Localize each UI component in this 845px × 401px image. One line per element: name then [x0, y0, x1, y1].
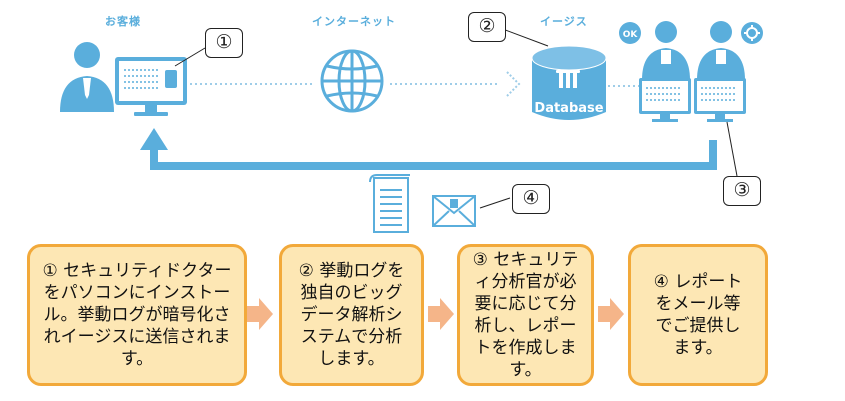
analyst-pc-icon: [694, 78, 746, 122]
company-label: イージス: [540, 15, 588, 28]
gear-icon: [741, 22, 763, 44]
return-arrowhead-icon: [140, 128, 168, 150]
mail-envelope-icon: [432, 195, 476, 227]
step-2-text: ② 挙動ログを独自のビッグデータ解析システムで分析します。: [298, 261, 405, 369]
report-document-icon: [369, 174, 410, 233]
callout-3: ③: [723, 176, 761, 206]
database-icon: [531, 45, 607, 120]
callout-3-leader: [726, 121, 738, 177]
report-return-arrow: [150, 140, 717, 170]
step-1-text: ① セキュリティドクターをパソコンにインストール。挙動ログが暗号化されイージスに…: [42, 261, 232, 369]
customer-person-icon: [60, 42, 114, 112]
customer-label: お客様: [105, 15, 141, 28]
arrow-chevron-icon: [506, 71, 521, 97]
step-4-text: ④ レポートをメール等でご提供します。: [653, 272, 743, 358]
analyst-person-icon: [642, 21, 690, 80]
analyst-pc-icon: [639, 78, 691, 122]
callout-2-leader: [499, 27, 549, 47]
step-box-3: ③ セキュリティ分析官が必要に応じて分析し、レポートを作成します。: [457, 244, 594, 386]
step-box-1: ① セキュリティドクターをパソコンにインストール。挙動ログが暗号化されイージスに…: [27, 244, 247, 386]
callout-4-leader: [479, 197, 511, 209]
step-box-4: ④ レポートをメール等でご提供します。: [628, 244, 768, 386]
callout-2: ②: [468, 12, 506, 42]
callout-1: ①: [205, 28, 243, 58]
step-box-2: ② 挙動ログを独自のビッグデータ解析システムで分析します。: [279, 244, 424, 386]
internet-globe-icon: [320, 49, 384, 113]
callout-1-leader: [174, 47, 206, 67]
step-3-text: ③ セキュリティ分析官が必要に応じて分析し、レポートを作成します。: [472, 250, 579, 380]
database-label: Database: [534, 101, 603, 116]
flow-arrow-3: [598, 298, 624, 330]
ok-badge-label: OK: [623, 30, 639, 40]
flow-arrow-2: [428, 298, 454, 330]
customer-pc-icon: [115, 57, 187, 116]
flow-arrow-1: [247, 298, 273, 330]
analyst-person-icon: [697, 21, 745, 80]
internet-label: インターネット: [312, 15, 396, 28]
callout-4: ④: [512, 184, 550, 214]
ok-badge-icon: OK: [619, 22, 641, 44]
